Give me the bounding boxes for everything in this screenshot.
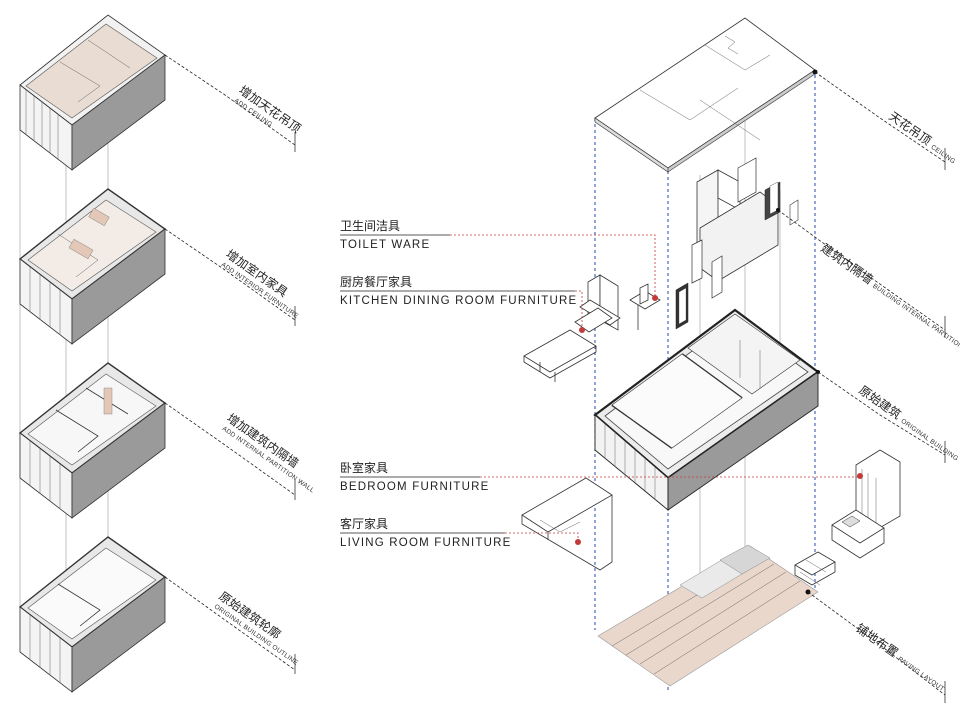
- exploded-axonometric: [521, 17, 901, 690]
- layer-label-cn: 天花吊顶: [886, 108, 934, 148]
- callout-living-en: LIVING ROOM FURNITURE: [340, 537, 512, 549]
- bedroom-furniture-layer: [831, 449, 901, 559]
- sofa-cluster: [794, 551, 836, 586]
- living-furniture-layer: [521, 477, 836, 586]
- layer-label-cn: 铺地布置: [853, 621, 900, 660]
- layer-label-cn: 原始建筑: [856, 382, 904, 422]
- callout-kitchen-en: KITCHEN DINING ROOM FURNITURE: [340, 295, 577, 307]
- layer-label-0: 天花吊顶 CEILING: [886, 108, 956, 166]
- callout-kitchen-cn: 厨房餐厅家具: [340, 274, 412, 289]
- callout-toilet-en: TOILET WARE: [340, 239, 430, 251]
- layer-label-2: 原始建筑 ORIGINAL BUILDING: [856, 382, 959, 463]
- callout-living-cn: 客厅家具: [340, 516, 388, 531]
- layer-label-en: BUILDING INTERNAL PARTITION: [871, 283, 960, 351]
- left-leaders: [164, 54, 296, 674]
- layer-label-cn: 建筑内隔墙: [818, 240, 876, 287]
- callouts: 卫生间洁具 TOILET WARE 厨房餐厅家具 KITCHEN DINING …: [340, 219, 860, 549]
- kitchen-furniture-layer: [523, 274, 661, 382]
- ceiling-layer: [594, 17, 816, 173]
- layer-label-1: 建筑内隔墙 BUILDING INTERNAL PARTITION: [818, 240, 960, 351]
- model-original: [18, 536, 167, 693]
- layer-label-3: 铺地布置 PAVING LAYOUT: [853, 621, 945, 693]
- stack-label-0: 增加天花吊顶 ADD CEILING: [233, 82, 304, 136]
- model-furniture: [18, 188, 167, 345]
- layer-label-en: PAVING LAYOUT: [896, 656, 945, 693]
- paving-layer: [597, 544, 819, 687]
- layer-label-en: CEILING: [929, 144, 956, 166]
- layer-label-en: ORIGINAL BUILDING: [899, 418, 959, 463]
- callout-bedroom-cn: 卧室家具: [340, 460, 388, 475]
- model-partition: [18, 362, 167, 519]
- left-model-stack: [18, 14, 167, 693]
- stack-label-1: 增加室内家具 ADD INTERIOR FURNITURE: [220, 246, 300, 320]
- right-leaders: [777, 71, 946, 703]
- partition-layer: [675, 157, 799, 330]
- callout-toilet-cn: 卫生间洁具: [340, 219, 400, 233]
- callout-bedroom-en: BEDROOM FURNITURE: [340, 481, 489, 493]
- original-building: [593, 308, 820, 511]
- model-ceiling: [19, 14, 166, 171]
